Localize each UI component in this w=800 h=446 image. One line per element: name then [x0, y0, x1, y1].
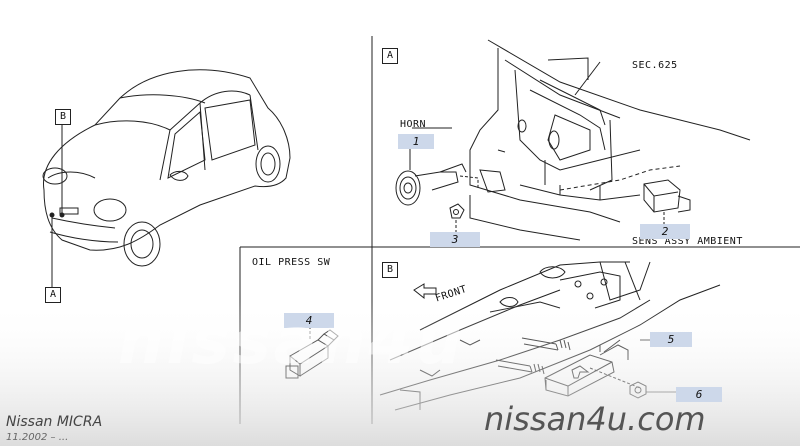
car-view-b-callout: B [55, 109, 71, 125]
model-name: Nissan MICRA [6, 414, 103, 430]
ambient-sensor-label: SENS ASSY AMBIENT [632, 236, 743, 247]
body-structure-drawing [469, 39, 751, 241]
car-view-a-callout: A [45, 287, 61, 303]
part-number-5: 5 [650, 332, 692, 347]
horn-label: HORN [400, 119, 427, 130]
watermark-band [0, 300, 800, 446]
horn-drawing [395, 127, 479, 232]
part-number-2: 2 [640, 224, 690, 239]
watermark-text: nissan4u [118, 305, 465, 379]
car-illustration [42, 69, 291, 287]
view-a-box-label: A [382, 48, 398, 64]
part-number-3: 3 [430, 232, 480, 247]
ambient-sensor-drawing [559, 165, 691, 226]
part-number-1: 1 [398, 134, 434, 149]
front-arrow [413, 283, 437, 300]
oil-pressure-switch-label: OIL PRESS SW [252, 257, 331, 268]
section-ref-label: SEC.625 [632, 60, 678, 71]
model-date: 11.2002 – ... [6, 432, 69, 443]
brand-name: nissan4u.com [484, 400, 706, 438]
view-b-box-label: B [382, 262, 398, 278]
part-number-6: 6 [676, 387, 722, 402]
part-number-4: 4 [284, 313, 334, 328]
